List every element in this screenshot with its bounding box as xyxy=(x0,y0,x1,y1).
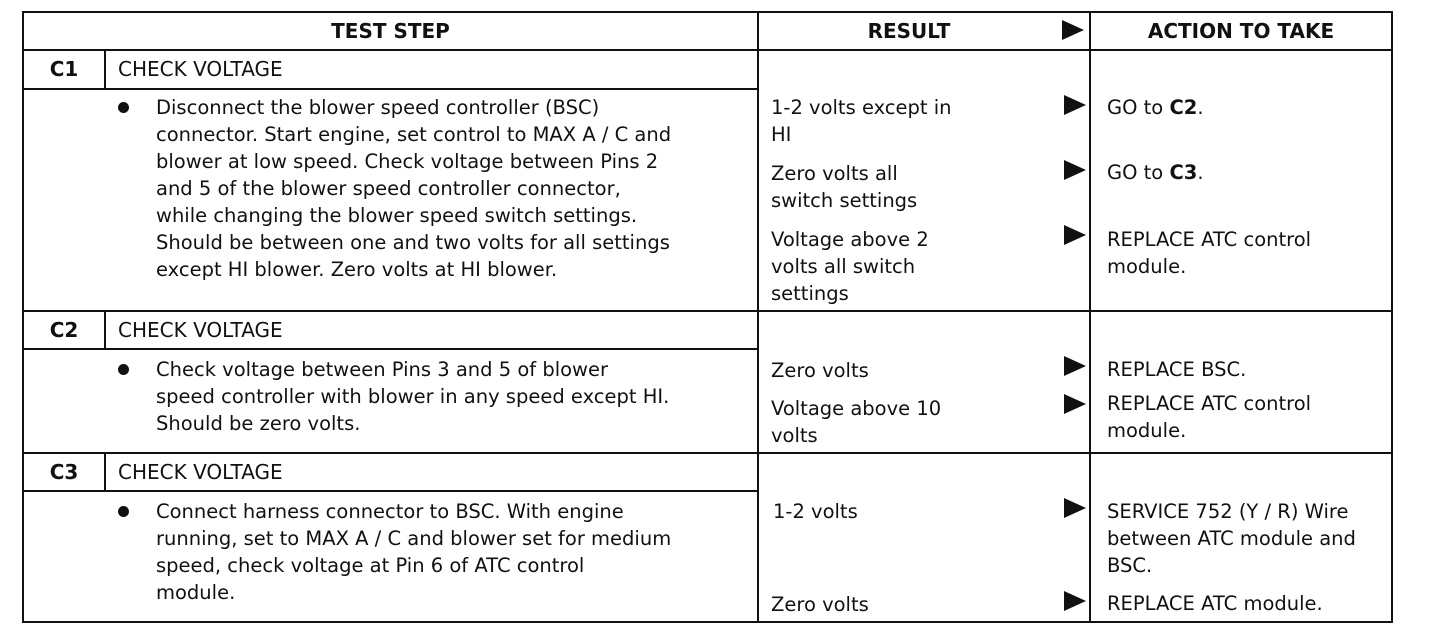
step-id-c3: C3 xyxy=(49,460,79,484)
action-c3-2: REPLACE ATC module. xyxy=(1107,592,1323,615)
step-id-c2: C2 xyxy=(49,318,79,342)
result-c1-1: 1-2 volts except in HI xyxy=(771,96,952,146)
result-c2-1: Zero volts xyxy=(771,359,869,382)
result-c1-3: Voltage above 2 volts all switch setting… xyxy=(771,228,929,305)
table-border-right xyxy=(1391,11,1393,623)
arrow-icon xyxy=(1064,394,1086,414)
action-c1-3: REPLACE ATC control module. xyxy=(1107,228,1312,278)
step-title-c3: CHECK VOLTAGE xyxy=(118,460,283,484)
bullet-icon xyxy=(118,102,129,113)
header-test-step: TEST STEP xyxy=(331,19,450,43)
table-border-left xyxy=(22,11,24,623)
header-divider xyxy=(22,49,1393,51)
step-reference: C2 xyxy=(1169,96,1198,119)
result-c3-1: 1-2 volts xyxy=(773,500,858,523)
header-arrow-icon xyxy=(1062,20,1084,40)
action-c1-1: GO to C2. xyxy=(1107,96,1204,119)
arrow-icon xyxy=(1064,356,1086,376)
step-reference: C3 xyxy=(1169,161,1198,184)
step-divider-c3 xyxy=(22,452,1393,454)
step-title-c1: CHECK VOLTAGE xyxy=(118,57,283,81)
title-underline-c3 xyxy=(22,490,758,492)
instruction-c1: Disconnect the blower speed controller (… xyxy=(156,96,672,281)
table-border-bottom xyxy=(22,621,1393,623)
result-c3-2: Zero volts xyxy=(771,593,869,616)
arrow-icon xyxy=(1064,591,1086,611)
arrow-icon xyxy=(1064,225,1086,245)
action-c3-1: SERVICE 752 (Y / R) Wire between ATC mod… xyxy=(1107,500,1356,577)
id-divider-c1 xyxy=(104,49,106,90)
header-result: RESULT xyxy=(867,19,951,43)
title-underline-c1 xyxy=(22,88,758,90)
result-c1-2: Zero volts all switch settings xyxy=(771,162,918,212)
instruction-c3: Connect harness connector to BSC. With e… xyxy=(156,500,672,604)
table-border-top xyxy=(22,11,1393,13)
bullet-icon xyxy=(118,364,129,375)
result-c2-2: Voltage above 10 volts xyxy=(771,397,942,447)
arrow-icon xyxy=(1064,498,1086,518)
instruction-c2: Check voltage between Pins 3 and 5 of bl… xyxy=(156,358,670,435)
arrow-icon xyxy=(1064,160,1086,180)
step-id-c1: C1 xyxy=(49,57,79,81)
action-c2-2: REPLACE ATC control module. xyxy=(1107,392,1312,442)
title-underline-c2 xyxy=(22,348,758,350)
id-divider-c3 xyxy=(104,452,106,492)
action-c2-1: REPLACE BSC. xyxy=(1107,358,1247,381)
column-divider-action xyxy=(1089,11,1091,623)
arrow-icon xyxy=(1064,95,1086,115)
column-divider-result xyxy=(757,11,759,623)
step-title-c2: CHECK VOLTAGE xyxy=(118,318,283,342)
step-divider-c2 xyxy=(22,310,1393,312)
action-c1-2: GO to C3. xyxy=(1107,161,1204,184)
header-action: ACTION TO TAKE xyxy=(1147,19,1335,43)
id-divider-c2 xyxy=(104,310,106,350)
bullet-icon xyxy=(118,506,129,517)
